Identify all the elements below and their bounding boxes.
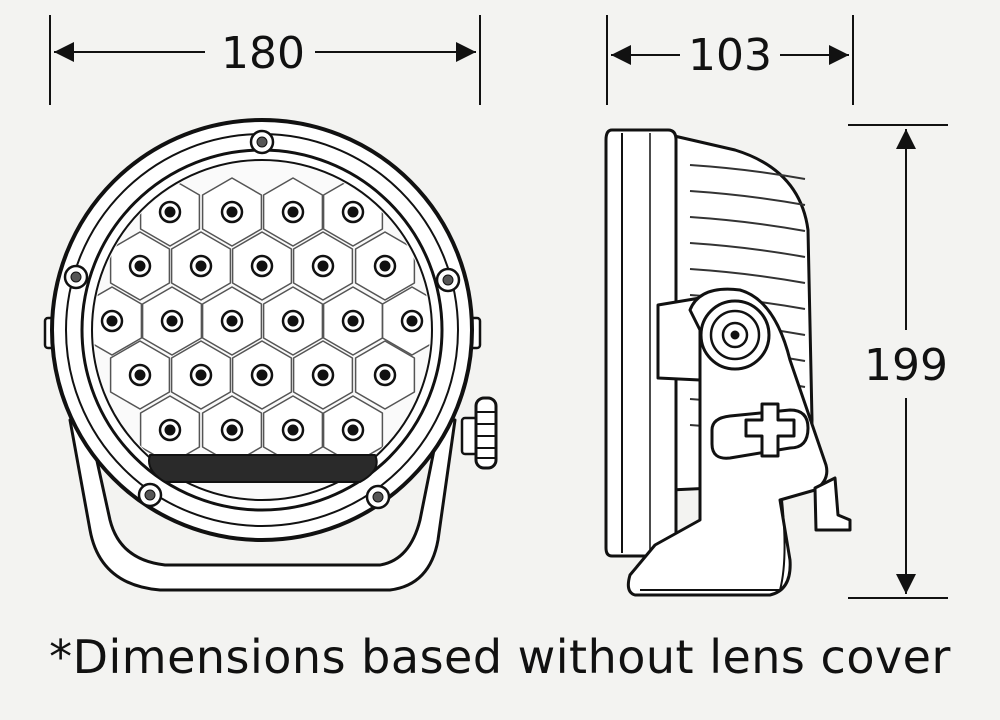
footnote-caption: *Dimensions based without lens cover: [49, 630, 951, 684]
dimension-width-label: 180: [221, 28, 305, 79]
led-emitter: [287, 424, 299, 436]
led-emitter: [226, 206, 238, 218]
led-emitter: [166, 315, 178, 327]
screw-head: [442, 274, 454, 286]
led-emitter: [164, 206, 176, 218]
cross-knob-icon: [744, 402, 796, 458]
bracket-foot-line: [640, 499, 786, 591]
screw-head: [372, 491, 384, 503]
led-emitter: [287, 315, 299, 327]
dimension-depth: 103: [606, 15, 854, 105]
heatsink-fin: [689, 216, 806, 232]
adjustment-knob-icon: [460, 396, 498, 470]
led-emitter: [256, 369, 268, 381]
dimension-width: 180: [49, 15, 481, 105]
led-emitter: [134, 260, 146, 272]
led-emitter: [317, 369, 329, 381]
led-emitter: [379, 260, 391, 272]
led-emitter: [106, 315, 118, 327]
screw-head: [144, 489, 156, 501]
led-emitter: [287, 206, 299, 218]
led-emitter: [256, 260, 268, 272]
led-emitter: [317, 260, 329, 272]
led-emitter: [347, 315, 359, 327]
led-emitter: [195, 369, 207, 381]
led-emitter: [347, 206, 359, 218]
led-emitter: [164, 424, 176, 436]
pivot-bolt-icon: [699, 299, 771, 371]
bezel-screws: [63, 129, 461, 510]
led-emitter: [379, 369, 391, 381]
led-emitter: [195, 260, 207, 272]
dimension-height-label: 199: [864, 340, 948, 391]
led-emitter: [226, 315, 238, 327]
bracket-base-tab: [813, 476, 852, 532]
drl-light-bar: [148, 454, 378, 483]
screw-head: [70, 271, 82, 283]
led-emitter: [134, 369, 146, 381]
led-emitter: [347, 424, 359, 436]
heatsink-fin: [689, 190, 806, 206]
heatsink-fin: [689, 242, 806, 258]
side-view: [604, 128, 852, 597]
led-array: [94, 177, 430, 465]
heatsink-fin: [689, 164, 806, 180]
dimension-height: 199: [848, 124, 948, 599]
screw-head: [256, 136, 268, 148]
dimension-depth-label: 103: [688, 30, 772, 81]
led-emitter: [226, 424, 238, 436]
led-emitter: [406, 315, 418, 327]
heatsink-fin: [689, 268, 806, 284]
front-view: [43, 118, 498, 592]
